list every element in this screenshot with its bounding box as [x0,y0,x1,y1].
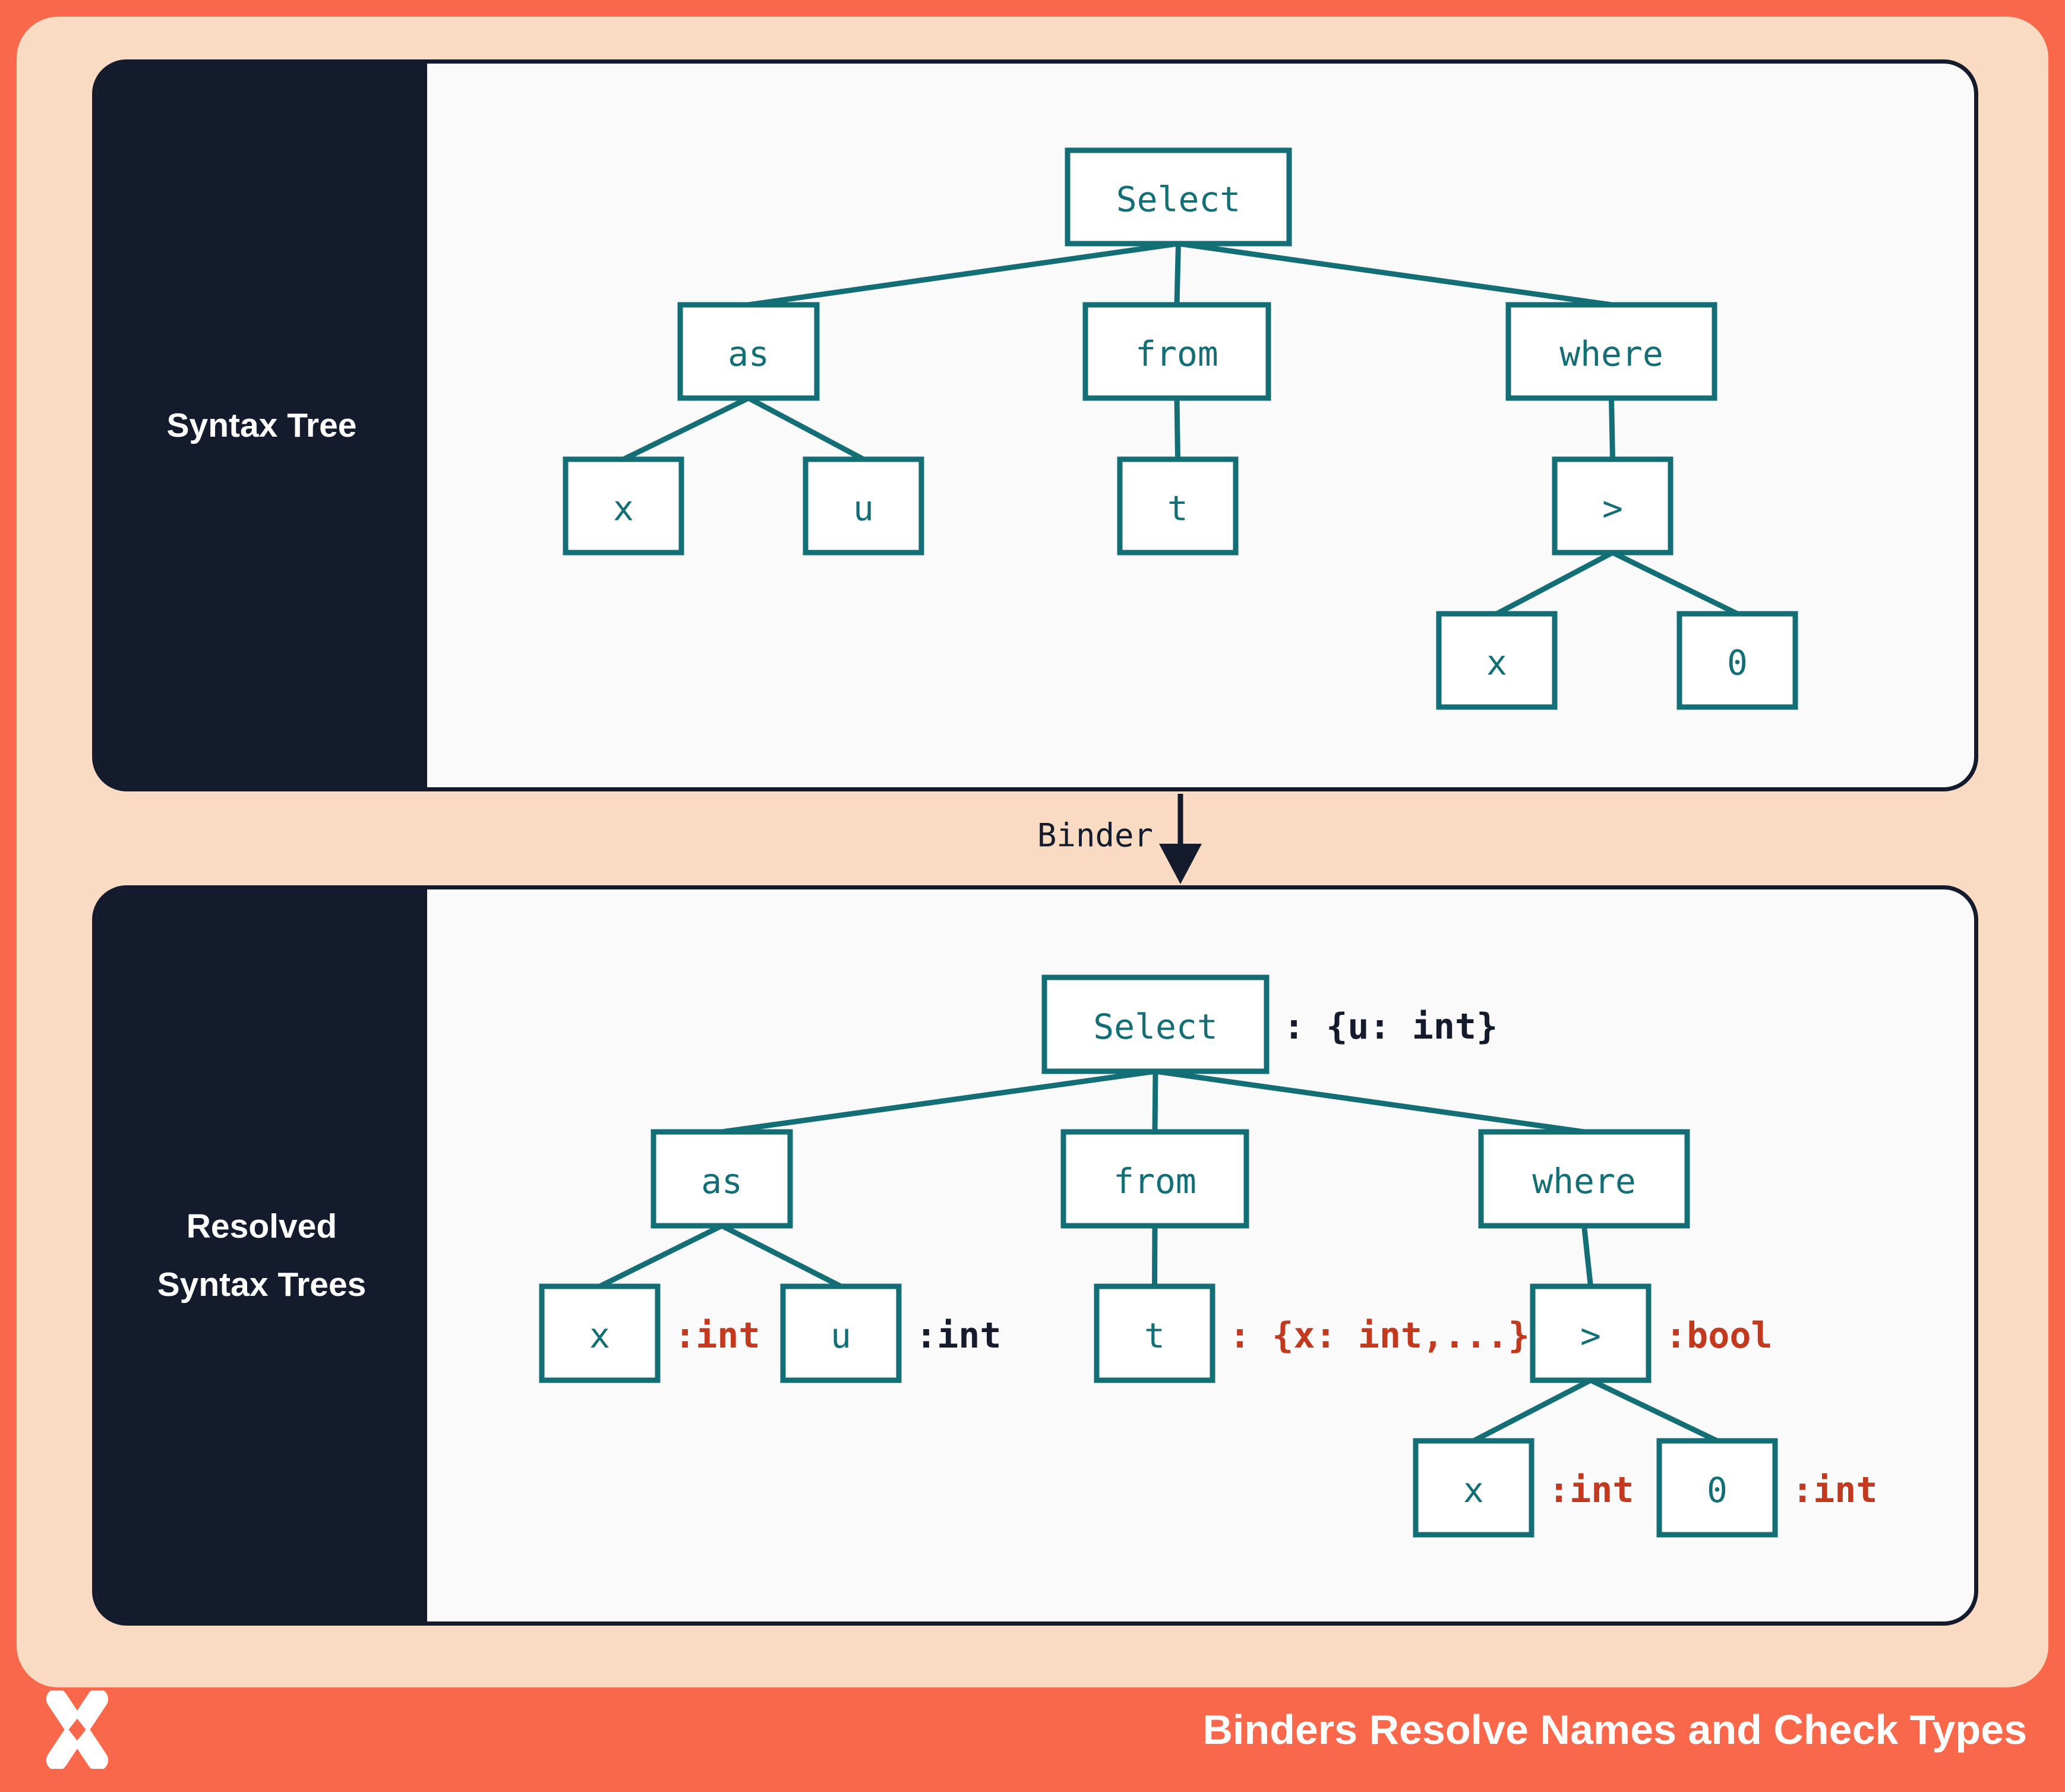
syntax-tree-panel: Syntax Tree [92,59,1978,791]
syntax-tree-panel-sidebar: Syntax Tree [96,64,427,787]
resolved-panel-sidebar: Resolved Syntax Trees [96,889,427,1621]
footer-bar: Binders Resolve Names and Check Types [0,1677,2065,1782]
footer-title: Binders Resolve Names and Check Types [1202,1706,2027,1753]
syntax-tree-panel-label: Syntax Tree [166,406,357,444]
resolved-panel-label-line2: Syntax Trees [157,1266,367,1304]
x-logo-icon [46,1690,109,1769]
resolved-panel: Resolved Syntax Trees [92,885,1978,1626]
resolved-panel-label-line1: Resolved [186,1207,337,1245]
